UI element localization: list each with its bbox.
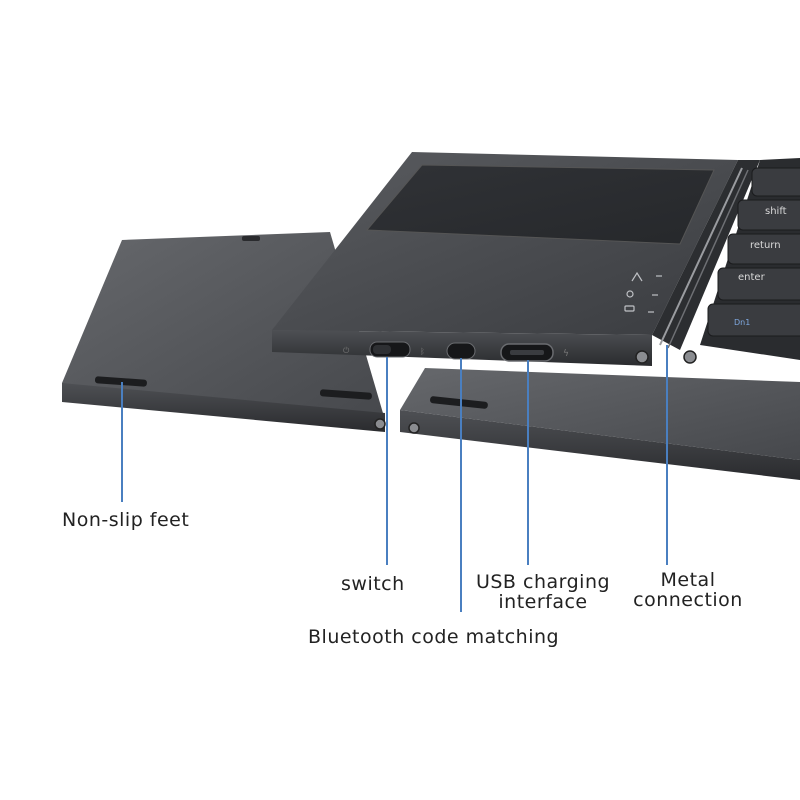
screw <box>408 422 420 434</box>
callout-lines <box>121 345 668 612</box>
screw <box>635 350 649 364</box>
label-text: USB charging <box>475 571 611 593</box>
label-switch: switch <box>341 574 405 594</box>
key-shift <box>737 199 800 231</box>
non-slip-foot <box>319 389 372 400</box>
key-enter <box>717 267 800 301</box>
key-fn <box>707 303 800 337</box>
switch-knob <box>373 345 391 354</box>
non-slip-foot <box>242 236 260 241</box>
label-text: Non-slip feet <box>62 509 190 531</box>
key-fn-label: Dn1 <box>734 318 750 327</box>
key <box>751 167 800 197</box>
label-metal-connection: Metal connection <box>630 570 746 610</box>
label-text: Bluetooth code matching <box>308 626 560 648</box>
label-text: Metal <box>660 569 716 591</box>
touchpad-panel: ⏻ ᛒ ϟ <box>272 152 738 366</box>
usb-c-tongue <box>510 350 544 355</box>
key-return <box>727 233 800 265</box>
bluetooth-pair-button <box>446 342 476 360</box>
label-usb-charging-interface: USB charging interface <box>468 572 618 612</box>
non-slip-foot <box>94 376 147 387</box>
label-non-slip-feet: Non-slip feet <box>62 510 189 530</box>
keyboard-panel: shift return enter Dn1 <box>700 158 800 360</box>
label-text: connection <box>633 589 743 611</box>
non-slip-foot <box>430 396 488 409</box>
hinge <box>635 160 760 364</box>
screw <box>683 350 697 364</box>
key-shift-label: shift <box>765 206 787 217</box>
charge-mark: ϟ <box>563 349 569 359</box>
screw <box>374 418 386 430</box>
label-text: interface <box>498 591 588 613</box>
key-enter-label: enter <box>738 272 766 283</box>
touchpad <box>365 164 715 245</box>
pair-mark: ᛒ <box>420 347 425 356</box>
key-return-label: return <box>750 240 781 251</box>
label-bluetooth-code-matching: Bluetooth code matching <box>308 627 559 647</box>
label-text: switch <box>341 573 405 595</box>
switch-off-mark: ⏻ <box>343 346 350 355</box>
lower-right-panel <box>400 368 800 480</box>
indicator-lights <box>624 271 662 313</box>
lower-left-panel <box>62 232 386 432</box>
